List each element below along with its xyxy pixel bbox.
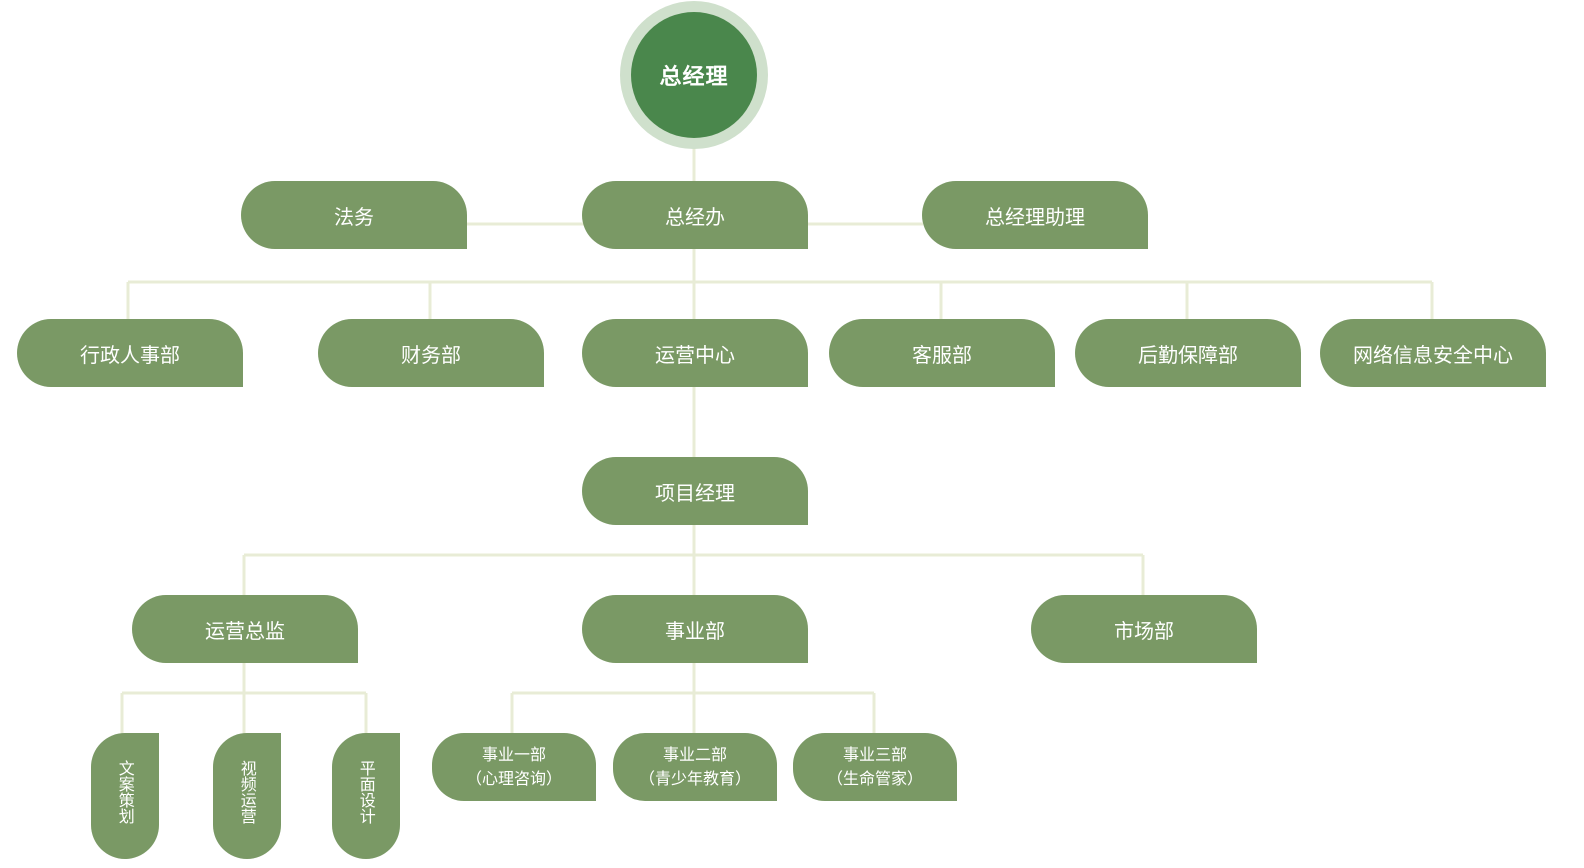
business-unit-node: 事业一部 （心理咨询） (432, 733, 596, 801)
ops-team-node: 平面设计 (332, 733, 400, 859)
project-manager-node: 项目经理 (582, 457, 808, 525)
business-unit-name: 事业一部 (481, 745, 546, 764)
department-node: 运营中心 (582, 319, 808, 387)
business-unit-note: （青少年教育） (638, 769, 751, 788)
department-node: 财务部 (318, 319, 544, 387)
ops-team-node: 文案策划 (91, 733, 159, 859)
business-unit-node: 事业三部 （生命管家） (793, 733, 957, 801)
department-node: 行政人事部 (17, 319, 243, 387)
business-unit-name: 事业二部 (662, 745, 727, 764)
gm-office-node: 总经办 (582, 181, 808, 249)
department-node: 后勤保障部 (1075, 319, 1301, 387)
business-unit-note: （心理咨询） (465, 769, 562, 788)
legal-node: 法务 (241, 181, 467, 249)
general-manager-node: 总经理 (631, 12, 757, 138)
ops-team-node: 视频运营 (213, 733, 281, 859)
business-unit-note: （生命管家） (826, 769, 923, 788)
department-node: 客服部 (829, 319, 1055, 387)
division-node: 事业部 (582, 595, 808, 663)
division-node: 市场部 (1031, 595, 1257, 663)
business-unit-name: 事业三部 (842, 745, 907, 764)
division-node: 运营总监 (132, 595, 358, 663)
business-unit-node: 事业二部 （青少年教育） (613, 733, 777, 801)
gm-assistant-node: 总经理助理 (922, 181, 1148, 249)
department-node: 网络信息安全中心 (1320, 319, 1546, 387)
